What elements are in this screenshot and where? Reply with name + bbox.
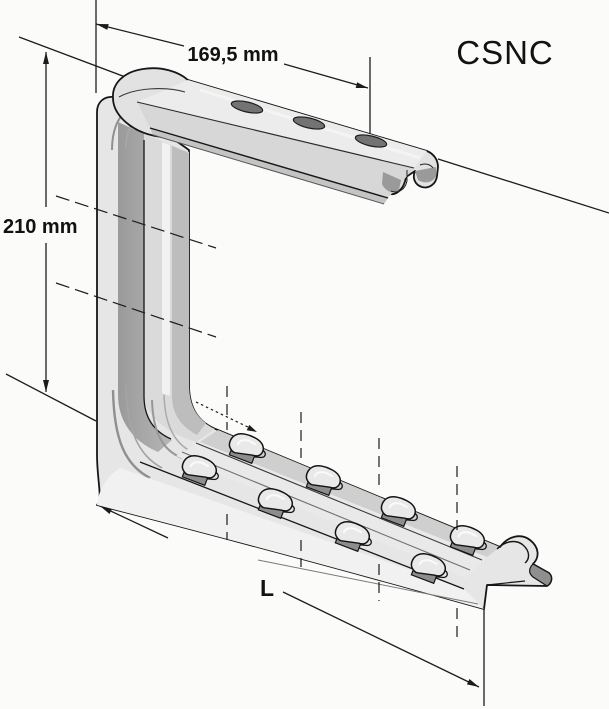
wall-edge-right	[437, 158, 609, 214]
rail-slot	[292, 116, 326, 130]
rail-lip-line-2	[152, 134, 385, 205]
arrowhead	[43, 380, 49, 392]
leg-band-front	[172, 146, 206, 435]
product-name-label: CSNC	[456, 34, 554, 71]
rail-lip-band	[150, 128, 388, 204]
top-rail	[112, 67, 439, 205]
rail-top-face	[137, 80, 427, 168]
projection-lines	[55, 195, 217, 338]
leg-highlight-strip	[162, 142, 170, 396]
leg-band-dark	[118, 122, 172, 452]
dimension-length-label: L	[260, 575, 274, 601]
rail-slot	[354, 134, 388, 148]
rail-hump-crease	[118, 88, 186, 98]
projection-line-upper	[55, 195, 217, 249]
dim-line-right-part	[282, 591, 480, 688]
rail-crease-line	[136, 101, 415, 169]
arm-top-band	[200, 430, 500, 557]
wall-edge-lines	[18, 36, 609, 214]
rail-end-profile	[382, 163, 436, 193]
arm-rib-band	[176, 442, 487, 578]
rail-front-face	[137, 102, 414, 198]
dimension-width-label: 169,5 mm	[187, 44, 278, 66]
dimension-height-label: 210 mm	[3, 216, 78, 238]
arm-front-face	[97, 468, 484, 609]
dotted-leader	[195, 401, 257, 432]
dim-line-left-part	[95, 23, 185, 47]
dimension-height-210	[5, 52, 97, 422]
arrowhead	[43, 52, 49, 64]
reference-line-bottom	[5, 373, 97, 422]
center-lines	[226, 386, 458, 637]
arrowhead	[466, 679, 479, 687]
arm-back-flange-line	[195, 442, 483, 561]
leg-inner-edge-line	[143, 140, 172, 440]
bracket-body	[96, 96, 553, 610]
dim-line-right-part	[283, 63, 369, 89]
arm-groove-line	[181, 451, 471, 571]
rail-slot	[230, 100, 264, 114]
projection-line-lower	[55, 282, 217, 338]
arrowhead	[96, 24, 109, 30]
arrowhead	[355, 82, 368, 88]
arm-lip-line	[257, 559, 479, 605]
dim-line-left-part	[99, 505, 169, 539]
wall-edge-top-left	[18, 36, 129, 79]
rail-slots	[230, 100, 388, 148]
rail-lip-line-1	[149, 127, 389, 199]
arm-front-crease	[139, 461, 465, 590]
arm-end-upturn	[486, 540, 553, 587]
